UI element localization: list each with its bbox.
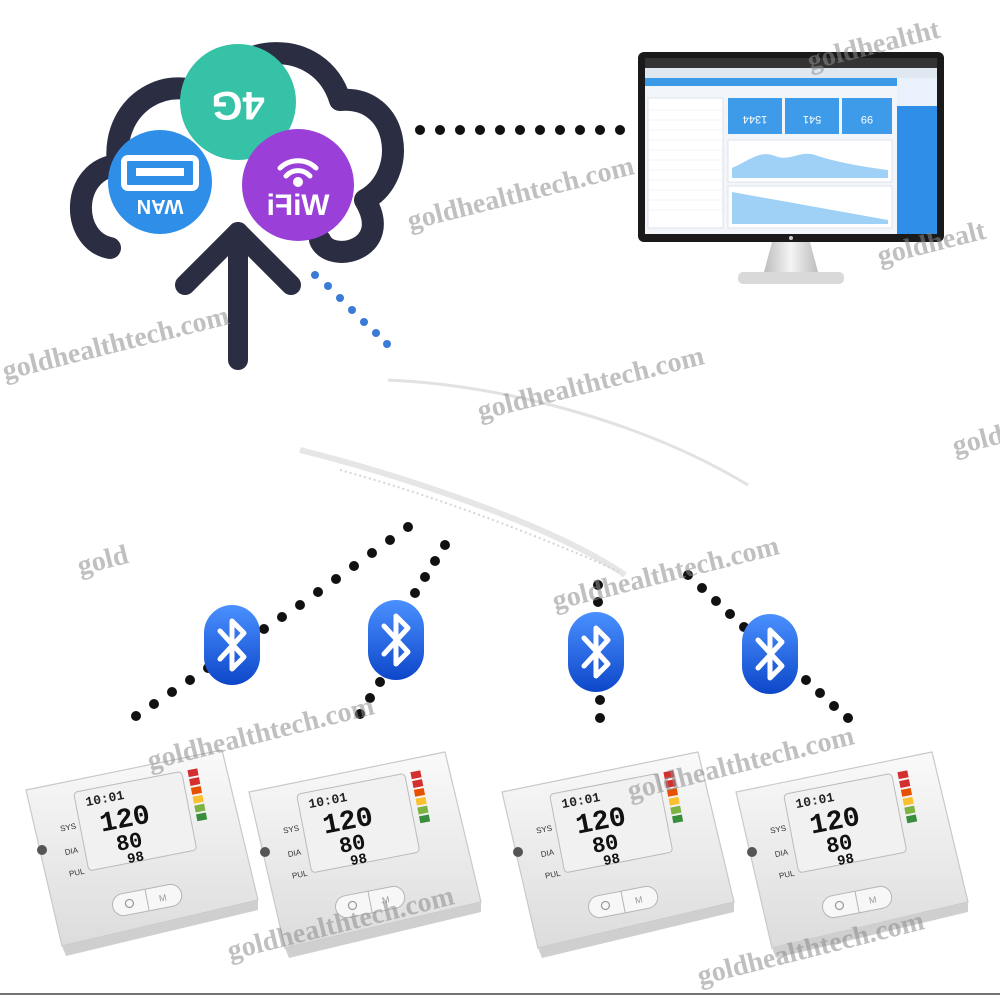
upload-arrow-icon [175,222,301,370]
gateway-wifi-link [311,271,391,348]
time-readout: 10:01 [84,788,125,810]
svg-text:M: M [158,892,167,903]
control-buttons[interactable]: M [587,885,660,920]
dashboard-monitor: 1344 541 99 [638,52,944,284]
svg-text:M: M [868,894,877,905]
stat-value: 541 [803,113,821,125]
svg-text:M: M [634,894,643,905]
bp-level-indicator [187,768,208,822]
dia-label: DIA [540,848,555,860]
wan-badge: WAN [108,130,212,234]
diastolic-readout: 80 [337,830,368,860]
sys-label: SYS [282,824,299,836]
diastolic-readout: 80 [824,830,855,860]
bluetooth-link-3 [593,580,605,723]
bluetooth-icon [204,605,260,685]
watermark: goldhealthtech.com [949,375,1000,461]
watermark: goldhealthtech.com [549,530,782,616]
dia-label: DIA [64,846,79,858]
svg-text:M: M [381,894,390,905]
time-readout: 10:01 [560,790,601,812]
diastolic-readout: 80 [114,828,145,858]
usb-icon [121,155,199,191]
bluetooth-icon [568,612,624,692]
sys-label: SYS [535,824,552,836]
4g-label: 4G [211,83,264,127]
bluetooth-icon [368,600,424,680]
bluetooth-link-2 [355,540,450,719]
time-readout: 10:01 [794,790,835,812]
devices-layer: 10:011208098SYSDIAPULM10:011208098SYSDIA… [25,749,969,958]
4g-badge: 4G [180,44,296,160]
sys-label: SYS [769,824,786,836]
stat-value: 1344 [743,113,767,125]
time-readout: 10:01 [307,790,348,812]
pul-label: PUL [544,869,562,881]
control-buttons[interactable]: M [821,885,894,920]
sys-label: SYS [59,822,76,834]
pulse-readout: 98 [836,851,856,870]
pul-label: PUL [778,869,796,881]
bluetooth-link-4 [683,570,853,723]
bp-level-indicator [663,770,684,824]
bp-level-indicator [897,770,918,824]
cloud-icon: 4G WAN WiFi [69,42,404,370]
watermark: goldhealthtech.com [404,150,637,236]
pulse-readout: 98 [602,851,622,870]
bp-level-indicator [410,770,431,824]
stat-value: 99 [861,113,873,125]
wifi-label: WiFi [266,189,329,222]
watermark: goldhealthtech.com [144,690,377,776]
watermark: goldhealthtech.com [474,340,707,426]
diastolic-readout: 80 [590,830,621,860]
dia-label: DIA [287,848,302,860]
pul-label: PUL [68,867,86,879]
pulse-readout: 98 [126,849,146,868]
cloud-to-monitor-link [415,125,625,135]
pul-label: PUL [291,869,309,881]
wan-label: WAN [137,195,184,217]
watermark: goldhealthtech.com [0,300,232,386]
pulse-readout: 98 [349,851,369,870]
dia-label: DIA [774,848,789,860]
bluetooth-icon [742,614,798,694]
control-buttons[interactable]: M [334,885,407,920]
bluetooth-link-1 [131,522,413,721]
wifi-badge: WiFi [242,129,354,241]
wifi-icon [277,158,319,187]
control-buttons[interactable]: M [111,883,184,918]
watermark: gold [74,539,132,582]
gateway-device [299,378,749,578]
